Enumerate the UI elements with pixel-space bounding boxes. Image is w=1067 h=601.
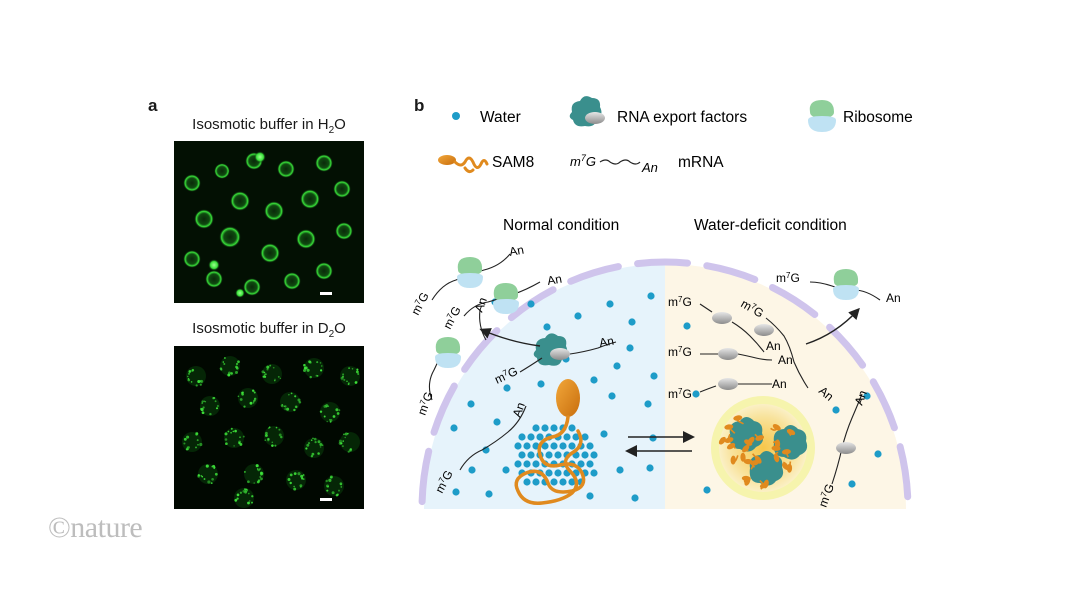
- equilibrium-arrows: [625, 431, 695, 457]
- panel-a-letter: a: [148, 96, 158, 115]
- mrna-legend-icon: m7G An: [570, 153, 658, 175]
- svg-text:m7G: m7G: [776, 271, 800, 285]
- d2o-micrograph: [174, 346, 364, 509]
- sam8-dispersed: [514, 379, 586, 505]
- nuclear-envelope: [418, 258, 912, 506]
- svg-text:An: An: [772, 377, 787, 391]
- svg-text:m7G: m7G: [570, 153, 596, 169]
- water-legend-icon: [452, 112, 460, 120]
- svg-text:m7G: m7G: [668, 295, 692, 309]
- nature-brand-logo: ©nature: [48, 511, 143, 544]
- deficit-condition-title: Water-deficit condition: [694, 217, 847, 234]
- svg-text:An: An: [766, 339, 781, 353]
- legend-water: Water: [480, 109, 521, 126]
- legend-sam8: SAM8: [492, 154, 534, 171]
- svg-text:An: An: [510, 400, 528, 419]
- export-factor-legend-icon: [569, 96, 605, 127]
- svg-text:m7G: m7G: [739, 296, 767, 320]
- svg-text:An: An: [641, 160, 658, 175]
- svg-text:m7G: m7G: [668, 345, 692, 359]
- svg-text:An: An: [886, 291, 901, 305]
- legend-ribosome: Ribosome: [843, 109, 913, 126]
- svg-text:An: An: [852, 388, 870, 407]
- ribosome-legend-icon: [808, 100, 836, 132]
- top-micrograph-caption: Isosmotic buffer in H2O: [192, 116, 346, 136]
- normal-nucleoplasm: [424, 264, 665, 509]
- legend-export-factors: RNA export factors: [617, 109, 747, 126]
- svg-text:m7G: m7G: [440, 304, 464, 332]
- svg-text:m7G: m7G: [408, 290, 432, 318]
- svg-text:An: An: [472, 295, 490, 314]
- svg-text:m7G: m7G: [816, 482, 837, 509]
- sam8-legend-icon: [438, 155, 489, 174]
- legend: Water RNA export factors Ribosome SAM8 m…: [438, 96, 913, 175]
- normal-condition-title: Normal condition: [503, 217, 619, 234]
- svg-text:m7G: m7G: [668, 387, 692, 401]
- sam8-condensate: [711, 396, 815, 500]
- svg-text:m7G: m7G: [415, 390, 436, 417]
- h2o-micrograph: [174, 141, 364, 303]
- bottom-micrograph-caption: Isosmotic buffer in D2O: [192, 320, 346, 340]
- legend-mrna: mRNA: [678, 154, 724, 171]
- svg-text:An: An: [508, 243, 525, 259]
- svg-text:An: An: [546, 272, 563, 288]
- svg-text:An: An: [598, 334, 615, 350]
- panel-b-letter: b: [414, 96, 425, 115]
- svg-text:An: An: [778, 353, 793, 367]
